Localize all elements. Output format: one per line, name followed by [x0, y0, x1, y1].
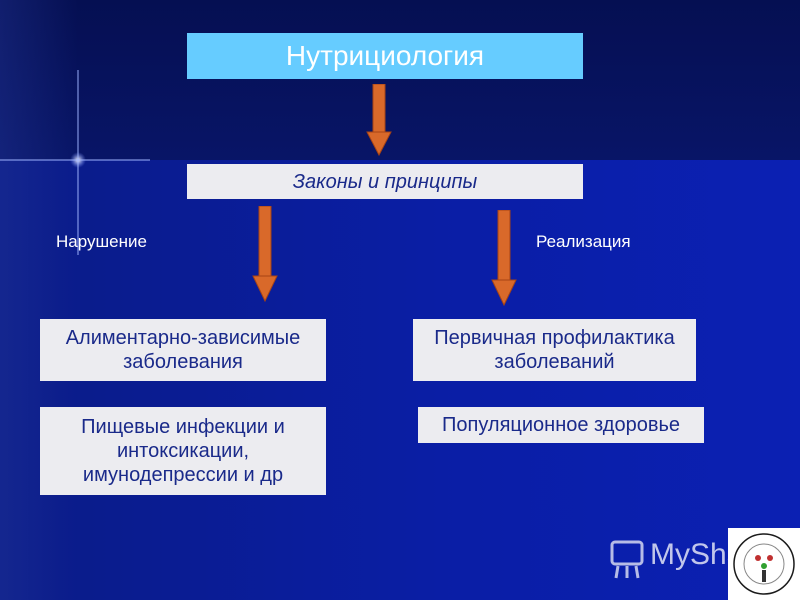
left-box-text: Пищевые инфекции и интоксикации, имуноде…	[81, 416, 285, 486]
right-box-text: Первичная профилактика заболеваний	[434, 327, 675, 373]
institute-seal-icon	[728, 528, 800, 600]
title-box: Нутрициология	[187, 33, 583, 79]
arrow-down-icon	[491, 210, 517, 306]
right-box-text: Популяционное здоровье	[442, 414, 680, 436]
subtitle-text: Законы и принципы	[292, 170, 478, 193]
left-box-alimentary: Алиментарно-зависимые заболевания	[40, 319, 326, 381]
arrow-down-icon	[252, 206, 278, 302]
subtitle-box: Законы и принципы	[187, 164, 583, 199]
right-box-prevention: Первичная профилактика заболеваний	[413, 319, 696, 381]
left-box-infections: Пищевые инфекции и интоксикации, имуноде…	[40, 407, 326, 495]
myshared-logo-icon	[610, 540, 644, 579]
title-text: Нутрициология	[285, 40, 485, 71]
right-box-population-health: Популяционное здоровье	[418, 407, 704, 443]
arrow-down-icon	[366, 84, 392, 156]
background-band	[0, 0, 78, 600]
left-box-text: Алиментарно-зависимые заболевания	[65, 327, 301, 373]
left-label: Нарушение	[56, 232, 147, 251]
right-label: Реализация	[536, 232, 631, 251]
background-top	[0, 0, 800, 160]
